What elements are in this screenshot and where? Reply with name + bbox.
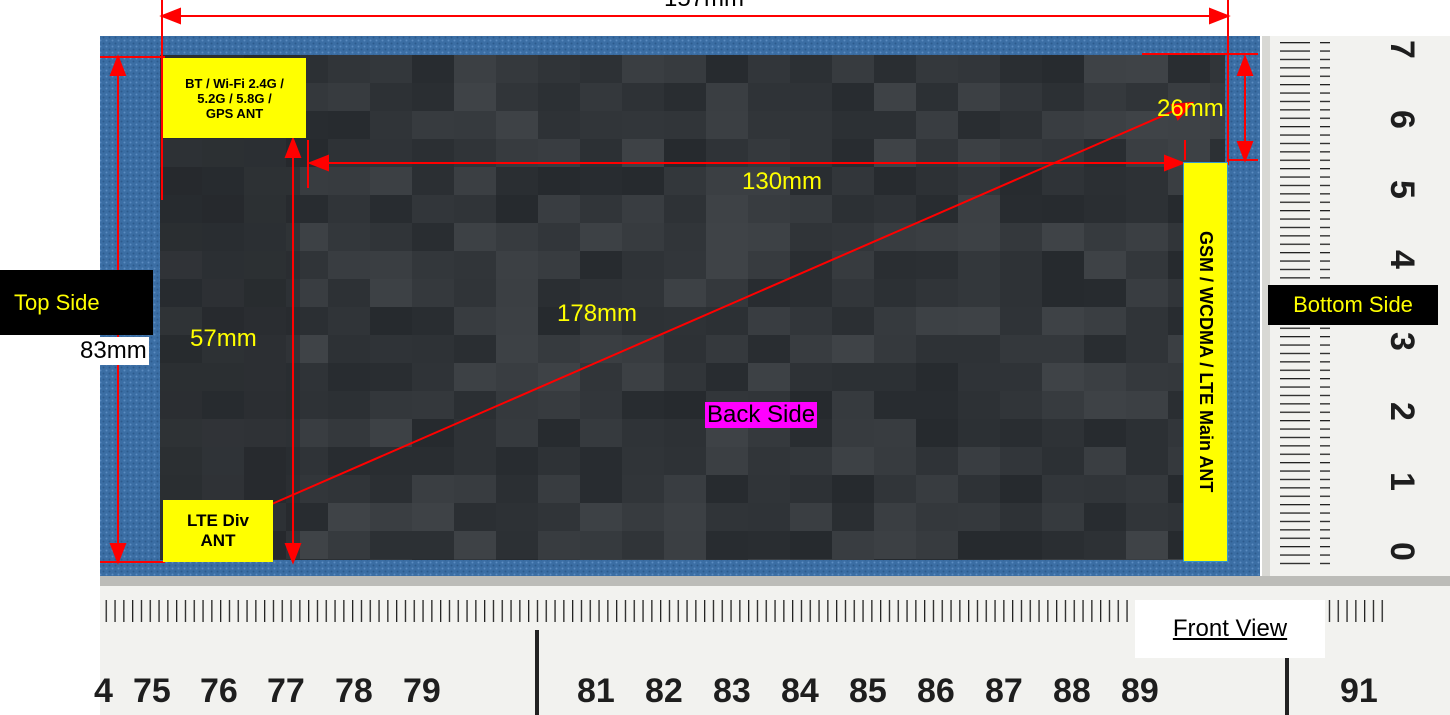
diagonal-178-label: 178mm xyxy=(557,300,638,327)
top-side-label: Top Side xyxy=(0,270,153,335)
ruler-num: 88 xyxy=(1053,672,1091,710)
ruler-num: 79 xyxy=(403,672,441,710)
bottom-side-label: Bottom Side xyxy=(1268,285,1438,325)
antenna-top-left-line3: GPS ANT xyxy=(205,105,264,121)
ruler-num: 87 xyxy=(985,672,1023,710)
ruler-num: 3 xyxy=(1382,332,1421,351)
antenna-label-bottom-left: LTE Div ANT xyxy=(163,500,273,562)
ruler-num: 4 xyxy=(94,672,113,710)
ruler-num: 6 xyxy=(1382,110,1421,129)
ruler-num: 91 xyxy=(1340,672,1378,710)
corner-26-label: 26mm xyxy=(1157,95,1224,122)
left-dimension-label: 83mm xyxy=(78,337,149,366)
ruler-num: 82 xyxy=(645,672,683,710)
height-57-label: 57mm xyxy=(190,325,257,352)
ruler-num: 86 xyxy=(917,672,955,710)
antenna-label-top-left: BT / Wi-Fi 2.4G / 5.2G / 5.8G / GPS ANT xyxy=(163,58,306,138)
ruler-num: 75 xyxy=(133,672,171,710)
antenna-right-text: GSM / WCDMA / LTE Main ANT xyxy=(1196,231,1216,493)
ruler-num: 2 xyxy=(1382,402,1421,421)
ruler-num: 5 xyxy=(1382,180,1421,199)
antenna-bottom-left-line1: LTE Div xyxy=(186,511,250,530)
ruler-num: 7 xyxy=(1382,40,1421,59)
ruler-num: 78 xyxy=(335,672,373,710)
ruler-num: 4 xyxy=(1382,250,1421,269)
antenna-label-right: GSM / WCDMA / LTE Main ANT xyxy=(1183,162,1228,562)
ruler-num: 84 xyxy=(781,672,819,710)
width-130-label: 130mm xyxy=(742,168,823,195)
ruler-num: 77 xyxy=(267,672,305,710)
antenna-bottom-left-line2: ANT xyxy=(200,531,236,550)
ruler-num: 85 xyxy=(849,672,887,710)
ruler-num: 76 xyxy=(200,672,238,710)
ruler-num: 81 xyxy=(577,672,615,710)
antenna-top-left-line1: BT / Wi-Fi 2.4G / xyxy=(185,75,284,91)
top-dimension-label: 157mm xyxy=(660,0,749,13)
ruler-num: 83 xyxy=(713,672,751,710)
antenna-top-left-line2: 5.2G / 5.8G / xyxy=(197,90,272,106)
ruler-num: 1 xyxy=(1382,472,1421,491)
ruler-num: 89 xyxy=(1121,672,1159,710)
ruler-num: 0 xyxy=(1382,542,1421,561)
back-side-label: Back Side xyxy=(705,401,818,429)
front-view-label: Front View xyxy=(1135,600,1325,658)
